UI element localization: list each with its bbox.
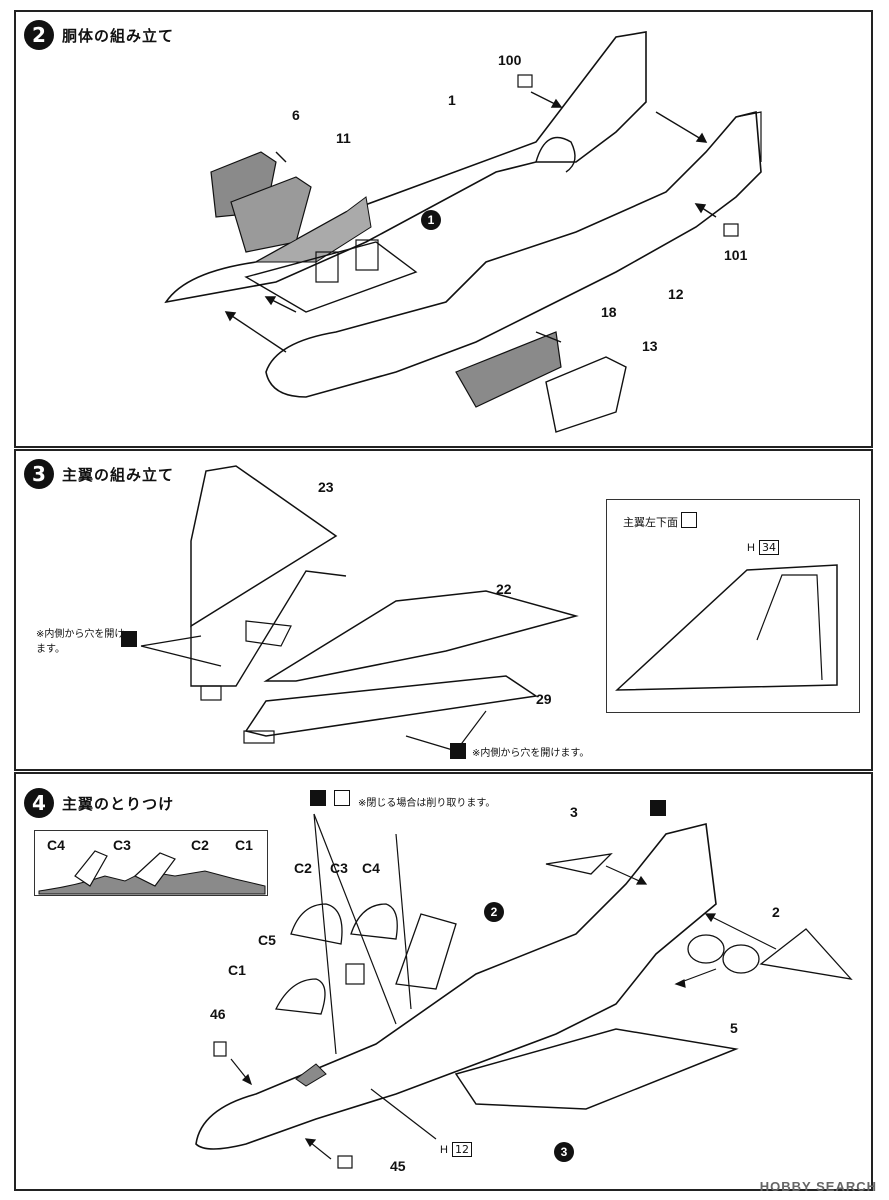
canopy-c3-label: C3 — [113, 837, 131, 853]
canopy-c1 — [275, 978, 326, 1015]
aircraft-body — [195, 823, 717, 1150]
part-46-label: 46 — [210, 1006, 226, 1022]
part-c2-label: C2 — [294, 860, 312, 876]
drill-icon-2 — [450, 743, 466, 759]
paint-icon-black — [310, 790, 326, 806]
part-101-label: 101 — [724, 247, 748, 263]
part-23-label: 23 — [318, 479, 334, 495]
step-3-number: 3 — [24, 459, 54, 489]
step-ref-2: 2 — [484, 902, 504, 922]
step-4-header: 4 主翼のとりつけ — [24, 788, 174, 818]
part-45-label: 45 — [390, 1158, 406, 1174]
cut-note: ※閉じる場合は削り取ります。 — [358, 798, 496, 809]
paint-icon-white — [334, 790, 350, 806]
final-assembly-drawing — [195, 813, 853, 1169]
stabilizer-part-2 — [759, 928, 853, 980]
step-3-panel: 3 主翼の組み立て 23 22 29 ※内側から穴を開けます。 ※内側から穴を開… — [14, 449, 873, 771]
part-11-label: 11 — [336, 130, 351, 146]
canopy-inset: C4 C3 C2 C1 — [34, 830, 268, 896]
canopy-c1-label: C1 — [235, 837, 253, 853]
canopy-c2 — [290, 903, 343, 945]
part-100-label: 100 — [498, 52, 522, 68]
part-3-label: 3 — [570, 804, 578, 820]
part-29-label: 29 — [536, 691, 552, 707]
drill-note-left: ※内側から穴を開けます。 — [36, 629, 125, 655]
step-4-panel: 4 主翼のとりつけ ※閉じる場合は削り取ります。 C4 C3 C2 C1 — [14, 772, 873, 1191]
paint-icon-tail — [650, 800, 666, 816]
step-3-title: 主翼の組み立て — [62, 465, 175, 484]
step-ref-1: 1 — [421, 210, 441, 230]
h-part-number: 12 — [452, 1142, 472, 1157]
underside-drawing — [615, 564, 838, 691]
step-4-title: 主翼のとりつけ — [62, 794, 175, 813]
part-6-label: 6 — [292, 107, 300, 123]
drill-note-right: ※内側から穴を開けます。 — [472, 748, 590, 759]
wing-assembly-drawing — [140, 465, 579, 752]
part-c3-label: C3 — [330, 860, 348, 876]
inset-part-letter: H — [747, 542, 755, 554]
step-2-panel: 2 胴体の組み立て 100 — [14, 10, 873, 448]
part-c1-label: C1 — [228, 962, 246, 978]
paint-icon — [681, 512, 697, 528]
part-5-label: 5 — [730, 1020, 738, 1036]
part-13-label: 13 — [642, 338, 658, 354]
part-12-label: 12 — [668, 286, 684, 302]
part-18-label: 18 — [601, 304, 617, 320]
fuselage-assembly-drawing — [164, 31, 762, 433]
part-c4-label: C4 — [362, 860, 380, 876]
part-11-shape — [230, 176, 312, 253]
cockpit-tub — [244, 241, 418, 313]
drill-icon — [121, 631, 137, 647]
main-wing — [454, 1028, 739, 1110]
canopy-c4-label: C4 — [47, 837, 65, 853]
step-2-number: 2 — [24, 20, 54, 50]
part-2-label: 2 — [772, 904, 780, 920]
step-4-number: 4 — [24, 788, 54, 818]
part-13-shape — [545, 356, 627, 433]
part-18-shape — [455, 331, 562, 408]
step-3-header: 3 主翼の組み立て — [24, 459, 174, 489]
watermark-text: HOBBY SEARCH — [759, 1179, 877, 1194]
part-29-shape — [244, 675, 539, 737]
stabilizer-part-3 — [545, 853, 613, 875]
underside-inset: 主翼左下面 H 34 — [606, 499, 860, 713]
part-c5-label: C5 — [258, 932, 276, 948]
canopy-c4 — [350, 903, 398, 940]
part-1-label: 1 — [448, 92, 456, 108]
canopy-c2-label: C2 — [191, 837, 209, 853]
part-23-shape — [190, 465, 338, 628]
canopy-profile — [38, 850, 266, 895]
part-22-label: 22 — [496, 581, 512, 597]
step-2-header: 2 胴体の組み立て — [24, 20, 174, 50]
step-ref-3: 3 — [554, 1142, 574, 1162]
inset-title: 主翼左下面 — [623, 517, 678, 529]
part-22-shape — [263, 590, 579, 682]
inset-part-number: 34 — [759, 540, 779, 555]
h-part-letter: H — [440, 1144, 448, 1156]
step-2-title: 胴体の組み立て — [62, 26, 175, 45]
